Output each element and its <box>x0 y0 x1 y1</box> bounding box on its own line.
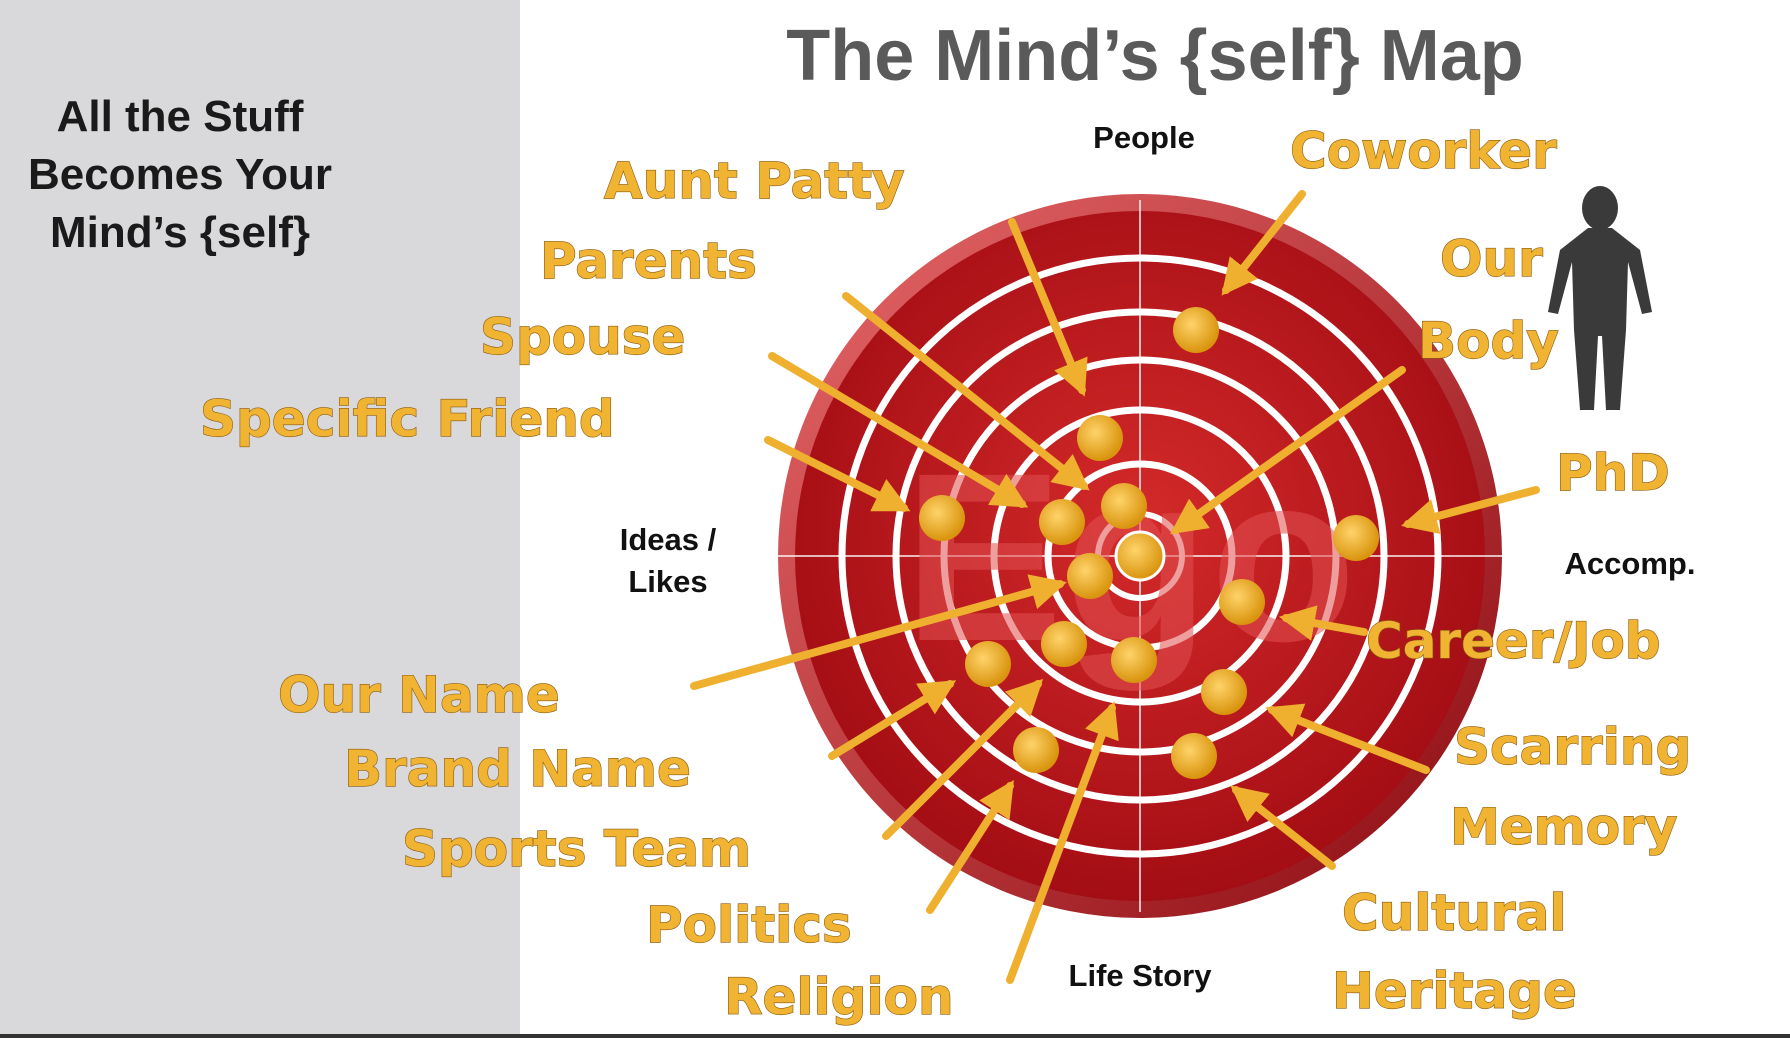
dot-cultural-heritage <box>1171 733 1217 779</box>
axis-label-ideas-line1: Ideas / <box>620 522 717 557</box>
dot-coworker <box>1173 307 1219 353</box>
dot-aunt-patty <box>1077 415 1123 461</box>
label-sports-team: Sports Team <box>402 820 751 878</box>
arrow-phd <box>1401 486 1540 535</box>
axis-labels: People Ideas / Likes Accomp. Life Story <box>620 120 1696 993</box>
label-spouse: Spouse <box>480 308 685 366</box>
label-coworker: Coworker <box>1290 122 1557 180</box>
dot-sports-team <box>1041 621 1087 667</box>
axis-label-accomp: Accomp. <box>1565 546 1696 581</box>
label-our-body-line2: Body <box>1418 312 1559 370</box>
sidebar-line-3: Mind’s {self} <box>50 208 310 257</box>
arrow-our-name <box>690 574 1067 690</box>
self-dots <box>919 307 1379 779</box>
dot-politics <box>1013 727 1059 773</box>
dot-career <box>1219 579 1265 625</box>
dot-spouse <box>1039 499 1085 545</box>
arrow-spouse <box>768 352 1029 508</box>
dot-our-name <box>1067 553 1113 599</box>
bottom-border <box>0 1034 1790 1038</box>
arrow-career <box>1278 605 1368 641</box>
label-cultural-line2: Heritage <box>1332 962 1577 1020</box>
label-brand-name: Brand Name <box>344 740 691 798</box>
sidebar-caption: All the Stuff Becomes Your Mind’s {self} <box>0 88 360 262</box>
dot-religion <box>1111 637 1157 683</box>
label-our-name: Our Name <box>278 666 560 724</box>
label-parents: Parents <box>540 232 757 290</box>
arrow-scarring-memory <box>1265 703 1430 774</box>
arrow-sports-team <box>882 678 1044 840</box>
callout-labels: Aunt Patty Parents Spouse Specific Frien… <box>199 121 1691 1026</box>
label-cultural-line1: Cultural <box>1342 884 1566 942</box>
dot-center-body <box>1114 530 1166 582</box>
callout-arrows <box>690 190 1540 984</box>
dot-specific-friend <box>919 495 965 541</box>
arrow-religion <box>1006 701 1119 984</box>
dot-scarring-memory <box>1201 669 1247 715</box>
arrow-aunt-patty <box>1008 218 1088 397</box>
arrow-brand-name <box>828 680 957 760</box>
arrow-politics <box>926 779 1014 914</box>
axis-label-people: People <box>1093 120 1195 155</box>
label-phd: PhD <box>1556 444 1670 502</box>
arrow-cultural-heritage <box>1230 785 1336 870</box>
arrow-coworker <box>1221 190 1306 296</box>
dot-parents <box>1101 483 1147 529</box>
axis-label-life-story: Life Story <box>1069 958 1213 993</box>
label-aunt-patty: Aunt Patty <box>604 152 905 210</box>
axis-label-ideas-line2: Likes <box>628 564 707 599</box>
label-our-body-line1: Our <box>1440 230 1543 288</box>
page-title: The Mind’s {self} Map <box>786 16 1524 96</box>
sidebar-panel: All the Stuff Becomes Your Mind’s {self} <box>0 0 520 1038</box>
dot-brand-name <box>965 641 1011 687</box>
sidebar-line-1: All the Stuff <box>56 92 304 141</box>
label-scarring-line2: Memory <box>1450 798 1677 856</box>
arrow-our-body <box>1170 366 1406 535</box>
label-scarring-line1: Scarring <box>1454 718 1691 776</box>
label-politics: Politics <box>646 896 852 954</box>
label-religion: Religion <box>724 968 954 1026</box>
label-specific-friend: Specific Friend <box>200 390 615 448</box>
label-career-job: Career/Job <box>1366 612 1661 670</box>
person-silhouette-icon <box>1548 186 1652 410</box>
arrow-parents <box>842 292 1090 491</box>
arrow-specific-friend <box>764 436 911 512</box>
dot-phd <box>1333 515 1379 561</box>
sidebar-line-2: Becomes Your <box>27 150 333 199</box>
